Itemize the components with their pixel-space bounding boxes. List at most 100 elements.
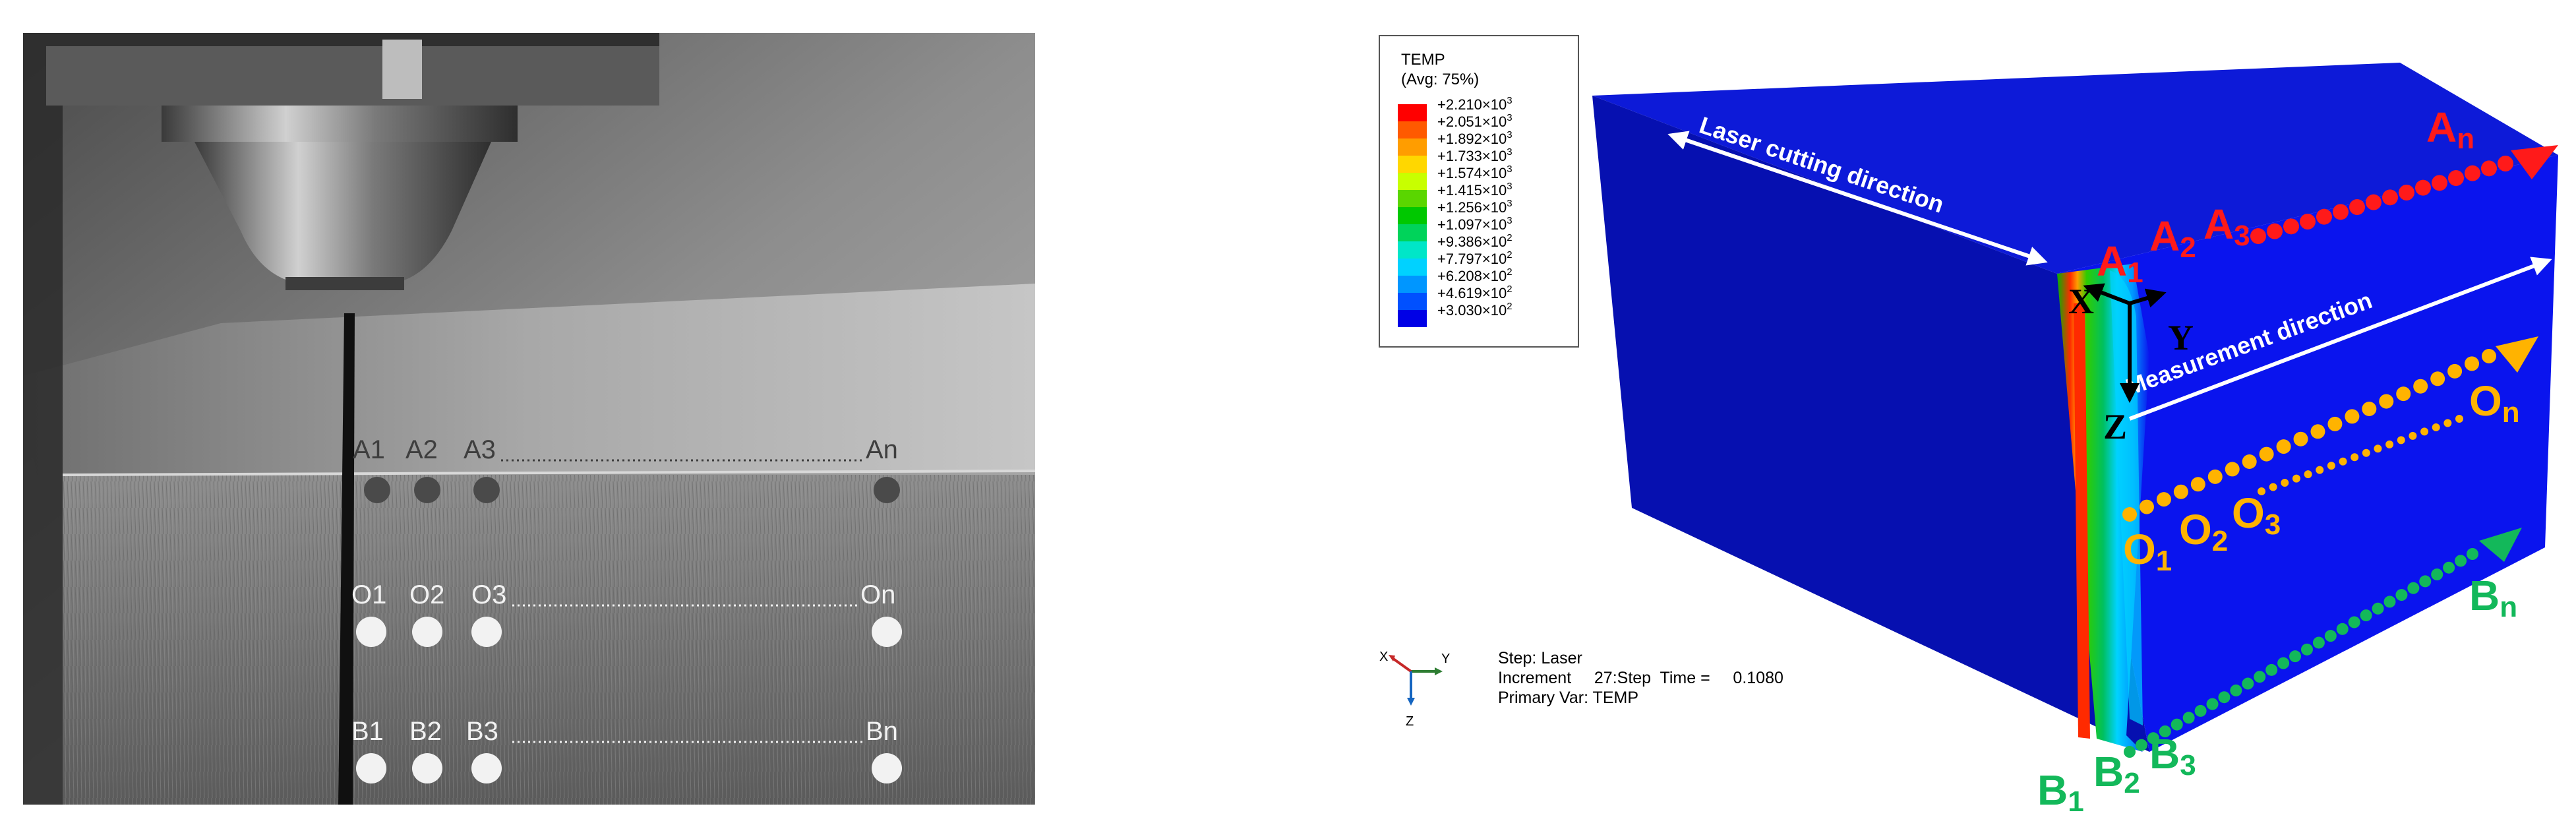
point-a — [2300, 214, 2316, 230]
triad-z-label: Z — [1406, 714, 1414, 729]
point-b — [2135, 739, 2147, 751]
fe-simulation-panel: TEMP (Avg: 75%) +2.210×103+2.051×103+1.8… — [1371, 26, 2576, 829]
photo-label-a2: A2 — [405, 435, 438, 464]
photo-label-an: An — [866, 435, 898, 464]
photo-label-a3: A3 — [464, 435, 496, 464]
orientation-triad: X Y Z — [1379, 650, 1450, 729]
point-o — [2362, 402, 2377, 416]
legend-value-label: +1.256×103 — [1437, 198, 1513, 216]
point-b — [2443, 561, 2455, 574]
label-a1: A — [2097, 237, 2127, 285]
point-b — [2242, 677, 2254, 690]
legend-value-label: +4.619×102 — [1437, 284, 1513, 301]
point-o — [2327, 462, 2335, 470]
point-o — [2379, 394, 2394, 409]
legend-value-label: +1.415×103 — [1437, 181, 1513, 199]
legend-subtitle: (Avg: 75%) — [1401, 71, 1479, 88]
point-a — [2432, 175, 2447, 191]
point-o — [2482, 349, 2496, 363]
step-info-step: Step: Laser — [1498, 649, 1582, 667]
point-b — [2265, 663, 2278, 676]
point-b — [2218, 691, 2231, 704]
legend-labels: +2.210×103+2.051×103+1.892×103+1.733×103… — [1437, 95, 1513, 319]
cut-hot-core — [2074, 303, 2090, 739]
label-b1: B — [2037, 766, 2068, 814]
point-a — [2465, 165, 2480, 181]
point-a — [2250, 228, 2266, 244]
photo-label-o3: O3 — [471, 580, 506, 609]
point-a — [2415, 179, 2431, 196]
point-b — [2467, 548, 2478, 560]
label-a2-sub: 2 — [2180, 231, 2196, 264]
point-a — [2267, 223, 2283, 239]
photo-label-o2: O2 — [409, 580, 444, 609]
point-o — [2420, 427, 2429, 436]
svg-text:O3: O3 — [2232, 489, 2281, 541]
legend-swatch — [1398, 293, 1427, 310]
point-o — [2432, 423, 2440, 431]
label-on: O — [2469, 377, 2502, 425]
point-o — [2292, 474, 2300, 483]
points-row-a — [2250, 156, 2513, 244]
photo-point-bn — [872, 753, 902, 783]
point-o — [2413, 379, 2428, 394]
point-a — [2399, 185, 2414, 200]
point-b — [2124, 746, 2136, 758]
legend-value-label: +2.051×103 — [1437, 112, 1513, 130]
label-o1: O — [2123, 526, 2156, 573]
label-b1-sub: 1 — [2068, 785, 2083, 818]
point-o — [2259, 446, 2274, 462]
point-o — [2362, 448, 2370, 457]
legend-value-label: +6.208×102 — [1437, 266, 1513, 284]
label-a2: A — [2149, 212, 2180, 260]
photo-point-b2 — [412, 753, 442, 783]
label-b2-sub: 2 — [2124, 767, 2140, 799]
point-b — [2360, 609, 2372, 622]
svg-text:On: On — [2469, 377, 2520, 429]
point-o — [2207, 469, 2223, 484]
label-o1-sub: 1 — [2156, 545, 2172, 577]
row-b-labels: B1 B2 B3 Bn — [2037, 572, 2517, 818]
photo-label-a1: A1 — [353, 435, 385, 464]
point-o — [2443, 419, 2452, 427]
photo-point-on — [872, 617, 902, 647]
row-b-arrowhead — [2479, 528, 2522, 562]
point-b — [2182, 712, 2195, 724]
svg-text:A3: A3 — [2203, 200, 2250, 252]
photo-label-o1: O1 — [351, 580, 386, 609]
point-b — [2336, 623, 2349, 635]
label-a3: A — [2203, 200, 2234, 248]
point-o — [2122, 507, 2137, 522]
legend-value-label: +9.386×102 — [1437, 232, 1513, 250]
legend-swatch — [1398, 207, 1427, 224]
point-b — [2419, 575, 2432, 588]
label-b3-sub: 3 — [2180, 749, 2196, 782]
point-o — [2310, 424, 2325, 439]
point-a — [2316, 208, 2332, 225]
point-b — [2300, 643, 2313, 656]
point-o — [2225, 462, 2240, 477]
point-o — [2345, 409, 2360, 424]
laser-cutting-photo: A1 A2 A3 An O1 O2 O3 On B1 B2 B3 Bn — [23, 33, 1035, 805]
point-a — [2366, 194, 2381, 210]
point-b — [2431, 568, 2443, 581]
point-b — [2194, 704, 2207, 717]
axis-z-label: Z — [2103, 407, 2127, 446]
label-on-sub: n — [2502, 396, 2520, 429]
legend-swatches — [1398, 104, 1427, 327]
photo-label-bn: Bn — [866, 717, 898, 746]
label-o2: O — [2179, 506, 2212, 553]
point-o — [2139, 499, 2154, 514]
step-info-increment: Increment 27:Step Time = 0.1080 — [1498, 669, 1783, 687]
legend-value-label: +7.797×102 — [1437, 249, 1513, 267]
photo-row-o: O1 O2 O3 On — [351, 580, 902, 647]
legend-value-label: +1.574×103 — [1437, 164, 1513, 181]
legend-value-label: +2.210×103 — [1437, 95, 1513, 113]
legend-value-label: +3.030×102 — [1437, 301, 1513, 319]
legend-swatch — [1398, 259, 1427, 276]
point-b — [2147, 732, 2159, 745]
block-top-face — [1592, 63, 2558, 274]
legend-swatch — [1398, 138, 1427, 156]
point-b — [2348, 616, 2360, 629]
photo-label-b3: B3 — [466, 717, 498, 746]
